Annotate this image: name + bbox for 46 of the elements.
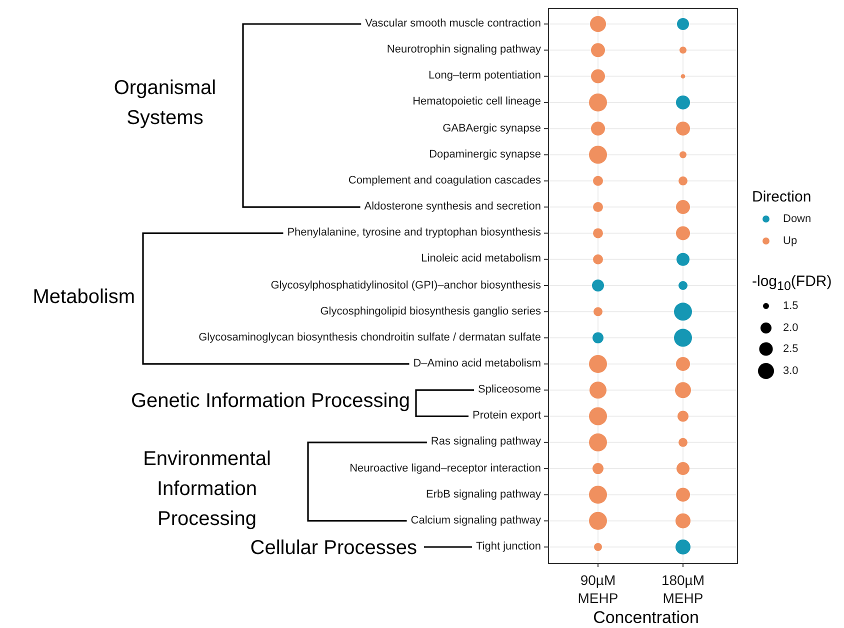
axis-title: Concentration [593, 608, 699, 628]
pathway-label: Glycosphingolipid biosynthesis ganglio series [320, 305, 541, 318]
category-label: Organismal Systems [100, 73, 230, 133]
pathway-label: Tight junction [476, 540, 541, 554]
legend-title: -log$_{10}$(FDR) [752, 273, 832, 293]
pathway-label: Complement and coagulation cascades [348, 174, 541, 188]
pathway-label: Ras signaling pathway [430, 436, 541, 449]
pathway-label: Protein export [472, 410, 541, 423]
bracket-line [142, 232, 284, 297]
bracket-line [307, 442, 427, 489]
pathway-label: Neurotrophin signaling pathway [386, 44, 541, 57]
bracket-line [415, 389, 474, 401]
bracket-line [415, 401, 469, 418]
pathway-label: D–Amino acid metabolism [413, 357, 541, 370]
pathway-label: ErbB signaling pathway [426, 488, 541, 502]
legend-label: 3.0 [783, 365, 798, 377]
category-label: Metabolism [32, 282, 135, 312]
pathway-label: Vascular smooth muscle contraction [365, 18, 541, 30]
legend-label: Up [783, 235, 798, 247]
pathway-label: GABAergic synapse [442, 122, 541, 136]
legend-label: 2.0 [783, 322, 798, 334]
legend-label: 2.5 [783, 343, 798, 355]
pathway-label: Glycosylphosphatidylinositol (GPI)–anchor biosynthesis [270, 279, 541, 292]
legend-label: 1.5 [783, 300, 798, 312]
bracket-line [142, 297, 410, 365]
pathway-label: Linoleic acid metabolism [421, 252, 541, 266]
pathway-label: Aldosterone synthesis and secretion [364, 200, 541, 214]
pathway-label: Dopaminergic synapse [429, 148, 541, 162]
legend-label: Down [783, 213, 812, 225]
pathway-label: Hematopoietic cell lineage [412, 96, 541, 109]
axis-tick-label: 180µM MEHP [660, 571, 706, 607]
bracket-line [242, 103, 360, 208]
pathway-label: Long–term potentiation [428, 70, 541, 83]
pathway-label: Spliceosome [478, 384, 541, 397]
bracket-line [307, 489, 407, 522]
category-label: Cellular Processes [250, 533, 417, 563]
category-label: Genetic Information Processing [130, 386, 410, 416]
pathway-label: Calcium signaling pathway [410, 514, 541, 528]
pathway-label: Glycosaminoglycan biosynthesis chondroitin sulfate / dermatan sulfate [198, 331, 541, 344]
pathway-label: Phenylalanine, tyrosine and tryptophan biosynthesis [287, 226, 541, 240]
bracket-line [424, 546, 472, 548]
pathway-label: Neuroactive ligand–receptor interaction [350, 462, 541, 476]
axis-tick-label: 90µM MEHP [576, 571, 620, 607]
legend-title: Direction [752, 188, 812, 206]
category-label: Environmental Information Processing [122, 444, 292, 534]
bracket-line [242, 23, 362, 103]
